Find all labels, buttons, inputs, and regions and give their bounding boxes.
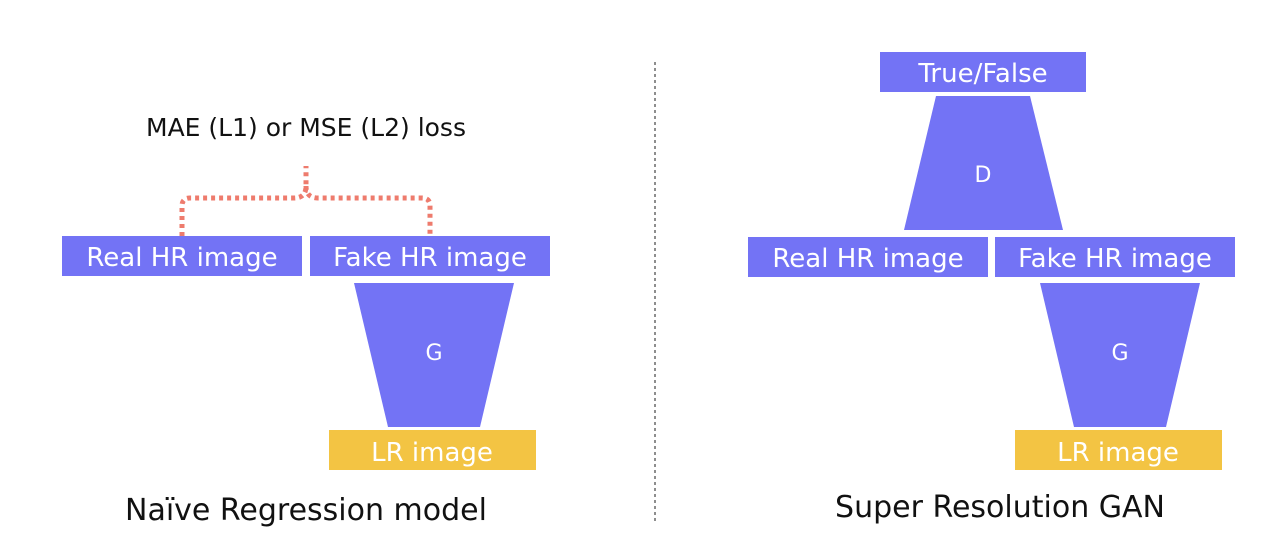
left-panel: MAE (L1) or MSE (L2) loss Real HR image …: [62, 113, 550, 528]
generator-label: G: [425, 341, 442, 366]
true-false-label: True/False: [917, 59, 1047, 89]
real-hr-image-label: Real HR image: [86, 243, 277, 273]
fake-hr-image-label: Fake HR image: [1018, 244, 1212, 274]
right-panel: True/False D Real HR image Fake HR image…: [748, 52, 1235, 525]
true-false-block: [880, 52, 1086, 92]
real-hr-image-label: Real HR image: [772, 244, 963, 274]
real-hr-image-block: [62, 236, 302, 276]
loss-label: MAE (L1) or MSE (L2) loss: [146, 113, 466, 142]
fake-hr-image-block: [310, 236, 550, 276]
generator-trapezoid: [1040, 283, 1200, 427]
generator-trapezoid: [354, 283, 514, 427]
real-hr-image-block: [748, 237, 988, 277]
generator-label: G: [1111, 341, 1128, 366]
fake-hr-image-block: [995, 237, 1235, 277]
lr-image-block: [1015, 430, 1222, 470]
fake-hr-image-label: Fake HR image: [333, 243, 527, 273]
lr-image-label: LR image: [1057, 438, 1179, 468]
loss-bracket: [179, 166, 433, 236]
discriminator-trapezoid: [904, 96, 1063, 230]
lr-image-block: [329, 430, 536, 470]
lr-image-label: LR image: [371, 438, 493, 468]
left-caption: Naïve Regression model: [125, 493, 487, 528]
discriminator-label: D: [975, 163, 992, 188]
right-caption: Super Resolution GAN: [835, 490, 1165, 525]
